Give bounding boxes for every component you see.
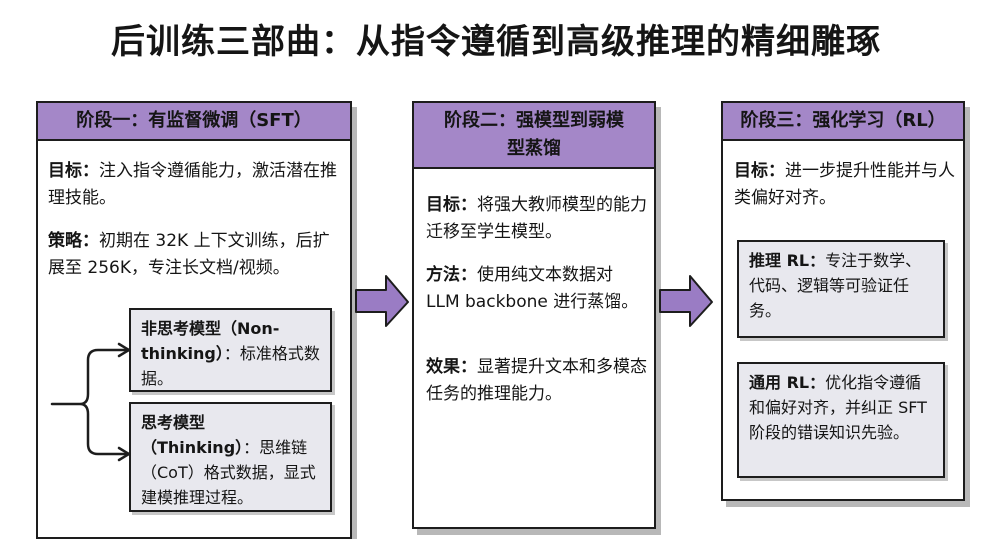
stage1-strategy: 策略：初期在 32K 上下文训练，后扩展至 256K，专注长文档/视频。 (48, 228, 344, 282)
stage1-header: 阶段一：有监督微调（SFT） (38, 103, 350, 141)
page-title: 后训练三部曲：从指令遵循到高级推理的精细雕琢 (111, 22, 881, 62)
stage3-goal-label: 目标： (734, 161, 785, 181)
non-thinking-box: 非思考模型（Non-thinking）：标准格式数据。 (129, 308, 332, 392)
stage1-goal-text: 注入指令遵循能力，激活潜在推理技能。 (48, 161, 337, 208)
thinking-text: ：思维链（CoT）格式数据，显式建模推理过程。 (141, 438, 316, 507)
non-thinking-text: ：标准格式数据。 (141, 344, 320, 388)
stage2-effect-label: 效果： (426, 357, 477, 377)
thinking-box: 思考模型（Thinking）：思维链（CoT）格式数据，显式建模推理过程。 (129, 402, 332, 512)
stage2-effect: 效果：显著提升文本和多模态任务的推理能力。 (426, 354, 648, 408)
non-thinking-title: 非思考模型（Non-thinking） (141, 319, 280, 363)
stage3-header: 阶段三：强化学习（RL） (723, 103, 963, 141)
stage1-strategy-text: 初期在 32K 上下文训练，后扩展至 256K，专注长文档/视频。 (48, 231, 330, 278)
general-rl-label: 通用 RL： (749, 373, 826, 392)
reasoning-rl-label: 推理 RL： (749, 251, 826, 270)
reasoning-rl-text: 专注于数学、代码、逻辑等可验证任务。 (749, 251, 922, 320)
stage2-goal-label: 目标： (426, 195, 477, 215)
stage1-goal: 目标：注入指令遵循能力，激活潜在推理技能。 (48, 158, 344, 212)
reasoning-rl-box: 推理 RL：专注于数学、代码、逻辑等可验证任务。 (737, 240, 945, 338)
stage2-method-label: 方法： (426, 265, 477, 285)
stage2-method-text: 使用纯文本数据对 LLM backbone 进行蒸馏。 (426, 265, 639, 312)
stage1-goal-label: 目标： (48, 161, 99, 181)
thinking-title: 思考模型（Thinking） (141, 413, 244, 457)
stage2-method: 方法：使用纯文本数据对 LLM backbone 进行蒸馏。 (426, 262, 648, 316)
flow-arrow-icon-1 (355, 275, 409, 327)
stage2-effect-text: 显著提升文本和多模态任务的推理能力。 (426, 357, 647, 404)
stage2-card: 阶段二：强模型到弱模型蒸馏 (412, 101, 656, 529)
stage3-goal: 目标：进一步提升性能并与人类偏好对齐。 (734, 158, 956, 212)
flow-arrow-icon-2 (659, 275, 713, 327)
stage2-header: 阶段二：强模型到弱模型蒸馏 (414, 103, 654, 169)
general-rl-text: 优化指令遵循和偏好对齐，并纠正 SFT 阶段的错误知识先验。 (749, 373, 927, 442)
stage2-goal-text: 将强大教师模型的能力迁移至学生模型。 (426, 195, 647, 242)
stage2-goal: 目标：将强大教师模型的能力迁移至学生模型。 (426, 192, 648, 246)
stage1-strategy-label: 策略： (48, 231, 99, 251)
general-rl-box: 通用 RL：优化指令遵循和偏好对齐，并纠正 SFT 阶段的错误知识先验。 (737, 362, 945, 478)
stage3-goal-text: 进一步提升性能并与人类偏好对齐。 (734, 161, 955, 208)
